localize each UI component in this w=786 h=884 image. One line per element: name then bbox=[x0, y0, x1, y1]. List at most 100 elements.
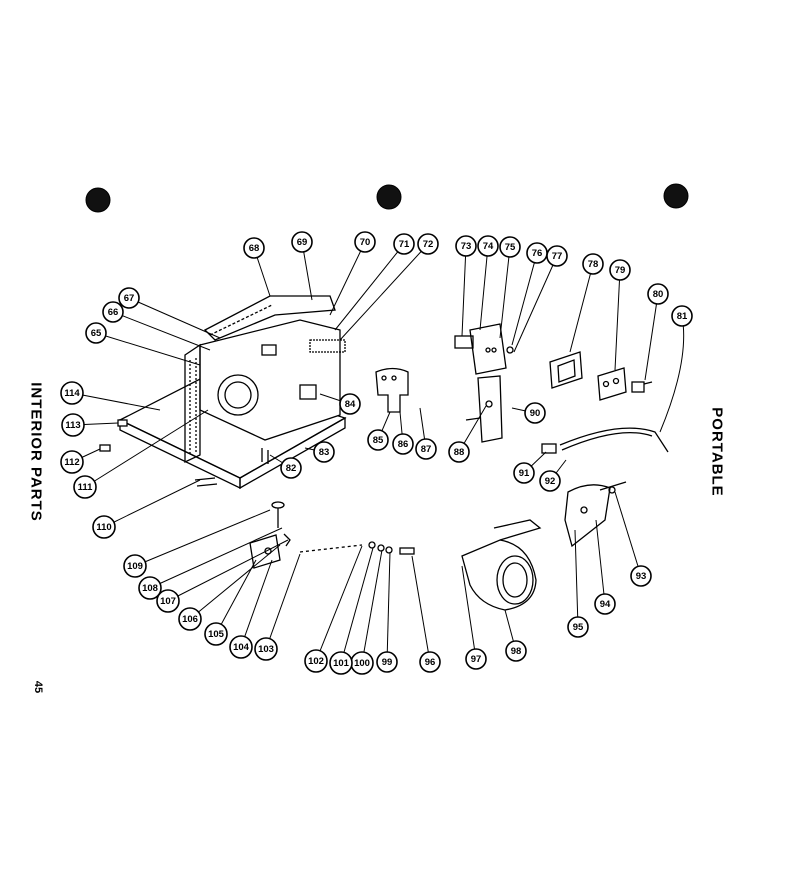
callout-65: 65 bbox=[85, 322, 107, 344]
chassis-assembly bbox=[118, 295, 347, 490]
callout-68: 68 bbox=[243, 237, 265, 259]
binder-hole-icon bbox=[663, 183, 689, 209]
callout-70: 70 bbox=[354, 231, 376, 253]
callout-105: 105 bbox=[204, 622, 228, 646]
callout-103: 103 bbox=[254, 637, 278, 661]
callout-79: 79 bbox=[609, 259, 631, 281]
callout-98: 98 bbox=[505, 640, 527, 662]
callout-number: 102 bbox=[308, 656, 324, 667]
blower-housing bbox=[461, 519, 542, 611]
binder-hole-icon bbox=[376, 184, 402, 210]
callout-number: 81 bbox=[677, 311, 688, 322]
callout-number: 72 bbox=[423, 239, 434, 250]
callout-number: 111 bbox=[78, 482, 94, 493]
callout-number: 107 bbox=[160, 596, 176, 607]
callout-number: 113 bbox=[65, 420, 80, 431]
callout-84: 84 bbox=[339, 393, 361, 415]
callout-number: 74 bbox=[483, 241, 494, 252]
callout-number: 85 bbox=[373, 435, 384, 446]
switch-bracket bbox=[454, 323, 514, 443]
callout-number: 66 bbox=[108, 307, 119, 318]
callout-93: 93 bbox=[630, 565, 652, 587]
callout-number: 71 bbox=[399, 239, 410, 250]
callout-109: 109 bbox=[123, 554, 147, 578]
callout-107: 107 bbox=[156, 589, 180, 613]
callout-number: 77 bbox=[552, 251, 563, 262]
clip-part bbox=[375, 367, 409, 413]
callout-74: 74 bbox=[477, 235, 499, 257]
callout-number: 76 bbox=[532, 248, 543, 259]
callout-number: 87 bbox=[421, 444, 432, 455]
latch-assembly bbox=[249, 501, 291, 569]
callout-number: 95 bbox=[573, 622, 584, 633]
callout-113: 113 bbox=[61, 413, 85, 437]
callout-number: 73 bbox=[461, 241, 472, 252]
callout-number: 94 bbox=[600, 599, 611, 610]
callout-number: 98 bbox=[511, 646, 522, 657]
callout-81: 81 bbox=[671, 305, 693, 327]
callout-number: 105 bbox=[208, 629, 225, 640]
callout-number: 67 bbox=[124, 293, 135, 304]
callout-71: 71 bbox=[393, 233, 415, 255]
callout-number: 114 bbox=[64, 388, 80, 399]
callout-number: 86 bbox=[398, 439, 409, 450]
callout-number: 92 bbox=[545, 476, 556, 487]
binder-hole-icon bbox=[85, 187, 111, 213]
callout-number: 112 bbox=[64, 457, 79, 468]
plug-part bbox=[631, 381, 653, 393]
callout-number: 99 bbox=[382, 657, 393, 668]
callout-number: 100 bbox=[354, 658, 370, 669]
callout-106: 106 bbox=[178, 607, 202, 631]
callout-90: 90 bbox=[524, 402, 546, 424]
callout-number: 83 bbox=[319, 447, 330, 458]
callout-92: 92 bbox=[539, 470, 561, 492]
callout-80: 80 bbox=[647, 283, 669, 305]
callout-94: 94 bbox=[594, 593, 616, 615]
callout-number: 110 bbox=[96, 522, 111, 533]
callout-number: 75 bbox=[505, 242, 516, 253]
callout-108: 108 bbox=[138, 576, 162, 600]
callout-67: 67 bbox=[118, 287, 140, 309]
callout-100: 100 bbox=[350, 651, 374, 675]
callout-number: 109 bbox=[127, 561, 143, 572]
callout-73: 73 bbox=[455, 235, 477, 257]
callout-number: 90 bbox=[530, 408, 541, 419]
callout-number: 78 bbox=[588, 259, 599, 270]
callout-number: 103 bbox=[258, 644, 274, 655]
callout-102: 102 bbox=[304, 649, 328, 673]
callout-number: 69 bbox=[297, 237, 308, 248]
callout-number: 97 bbox=[471, 654, 482, 665]
callout-88: 88 bbox=[448, 441, 470, 463]
callout-number: 91 bbox=[519, 468, 530, 479]
callout-85: 85 bbox=[367, 429, 389, 451]
callout-97: 97 bbox=[465, 648, 487, 670]
callout-number: 65 bbox=[91, 328, 102, 339]
callout-number: 84 bbox=[345, 399, 356, 410]
callout-112: 112 bbox=[60, 450, 84, 474]
callout-86: 86 bbox=[392, 433, 414, 455]
callout-number: 88 bbox=[454, 447, 465, 458]
callout-number: 93 bbox=[636, 571, 647, 582]
callout-87: 87 bbox=[415, 438, 437, 460]
callout-number: 106 bbox=[182, 614, 198, 625]
callout-101: 101 bbox=[329, 651, 353, 675]
power-cord bbox=[541, 427, 669, 454]
callout-number: 68 bbox=[249, 243, 260, 254]
callout-number: 108 bbox=[142, 583, 158, 594]
callout-114: 114 bbox=[60, 381, 84, 405]
motor-bracket bbox=[564, 481, 627, 548]
callout-number: 101 bbox=[333, 658, 350, 669]
callout-91: 91 bbox=[513, 462, 535, 484]
callout-66: 66 bbox=[102, 301, 124, 323]
callout-72: 72 bbox=[417, 233, 439, 255]
callout-83: 83 bbox=[313, 441, 335, 463]
callout-76: 76 bbox=[526, 242, 548, 264]
callout-75: 75 bbox=[499, 236, 521, 258]
callout-99: 99 bbox=[376, 651, 398, 673]
callout-69: 69 bbox=[291, 231, 313, 253]
callout-number: 96 bbox=[425, 657, 436, 668]
side-screws bbox=[99, 419, 128, 452]
callout-number: 80 bbox=[653, 289, 664, 300]
callout-110: 110 bbox=[92, 515, 116, 539]
